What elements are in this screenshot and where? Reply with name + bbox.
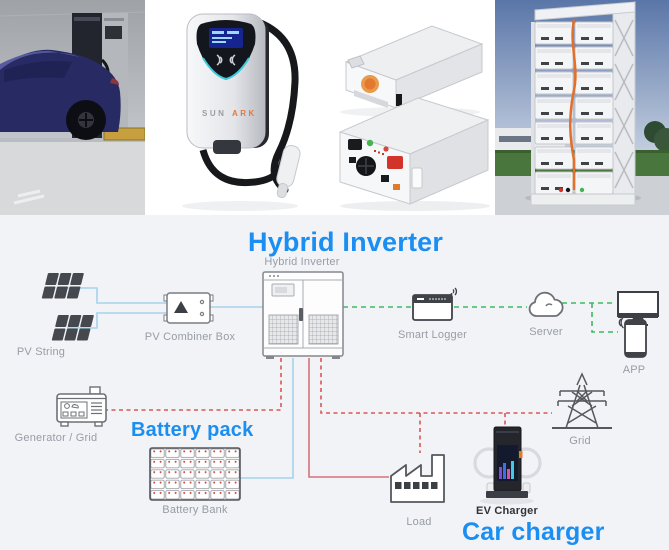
comm-lines [343,302,618,333]
ev-charger-station-icon [473,426,542,505]
photo-battery-modules [338,25,490,211]
battery-dc-line [240,358,294,479]
label-ev-charger: EV Charger [476,505,538,517]
cloud-server-icon [528,291,564,317]
car-silhouette [0,49,121,140]
brand-ark: ARK [232,109,257,118]
photo-ev-car-charging [0,0,145,215]
battery-bank-icon [149,447,241,501]
load-ac-line [308,358,389,478]
diagram-canvas [41,271,659,505]
wifi-signal-icon [452,287,458,296]
label-grid: Grid [569,435,591,447]
title-car-charger: Car charger [462,518,605,546]
factory-load-icon [390,454,445,503]
label-server: Server [529,326,563,338]
charging-connector [276,145,301,199]
label-battery-bank: Battery Bank [162,504,228,516]
contactless-icon [216,54,236,66]
photo-sunark-wallbox: SUN ARK [182,13,301,211]
title-hybrid-inverter: Hybrid Inverter [248,227,444,257]
label-app: APP [622,364,646,376]
label-hybrid-inverter: Hybrid Inverter [264,256,340,268]
hybrid-inverter-cabinet-icon [262,271,344,359]
smartphone-app-icon [618,316,647,358]
ac-dashed-lines [106,358,552,453]
title-battery-pack: Battery pack [131,419,254,441]
system-diagram: Hybrid Inverter Battery pack Car charger… [0,215,669,550]
label-pv-combiner-box: PV Combiner Box [144,331,236,343]
label-pv-string: PV String [16,346,66,358]
label-smart-logger: Smart Logger [397,329,468,341]
battery-rack [530,1,636,206]
combiner-box-icon [163,292,214,324]
solar-panel-icon [41,273,94,341]
pv-dc-lines [67,287,294,479]
smart-logger-icon [412,287,458,321]
brand-sun: SUN [202,109,226,118]
photo-battery-rack-tower [495,0,669,215]
label-generator-grid: Generator / Grid [14,432,98,444]
wallbox-display [196,20,256,81]
transmission-tower-icon [552,372,612,429]
generator-icon [56,386,107,427]
label-load: Load [406,516,432,528]
large-battery-module [338,97,490,211]
photo-strip: SUN ARK [0,0,669,215]
